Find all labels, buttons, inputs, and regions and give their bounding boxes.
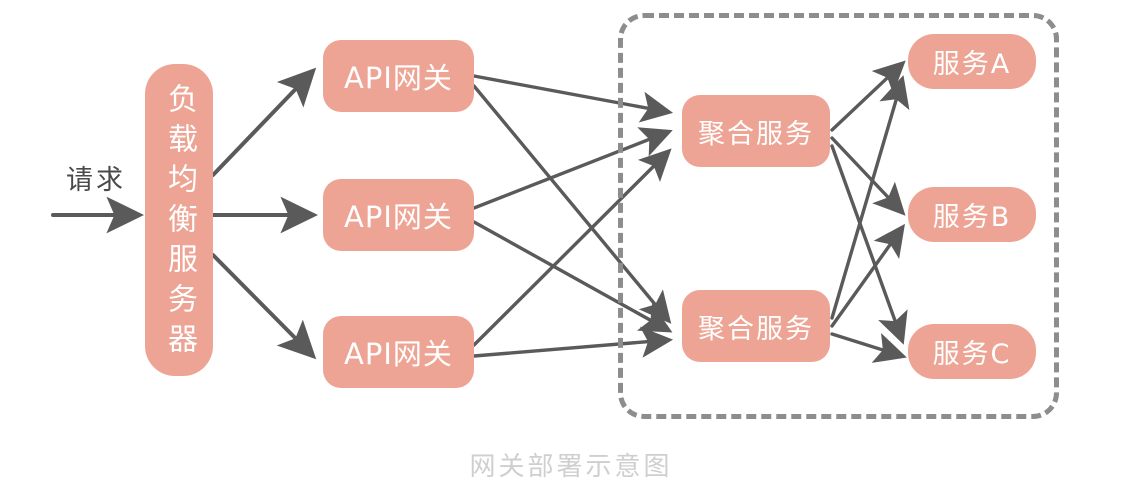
node-aggregation-service-2[interactable]: 聚合服务 (682, 290, 830, 362)
diagram-caption: 网关部署示意图 (469, 452, 673, 482)
node-api-gateway-2[interactable]: API网关 (323, 179, 474, 251)
node-aggregation-service-1[interactable]: 聚合服务 (682, 95, 830, 167)
node-service-c[interactable]: 服务C (908, 324, 1036, 379)
node-api-gateway-3[interactable]: API网关 (323, 316, 474, 388)
node-api-gateway-1[interactable]: API网关 (323, 40, 474, 112)
node-load-balancer-server[interactable]: 负载均衡服务器 (145, 64, 213, 376)
arrow-lb-to-gateway-1 (211, 67, 317, 177)
arrow-lb-to-gateway-3 (211, 253, 317, 360)
node-service-b[interactable]: 服务B (908, 187, 1036, 242)
node-service-a[interactable]: 服务A (908, 34, 1036, 89)
request-label: 请求 (66, 165, 126, 196)
